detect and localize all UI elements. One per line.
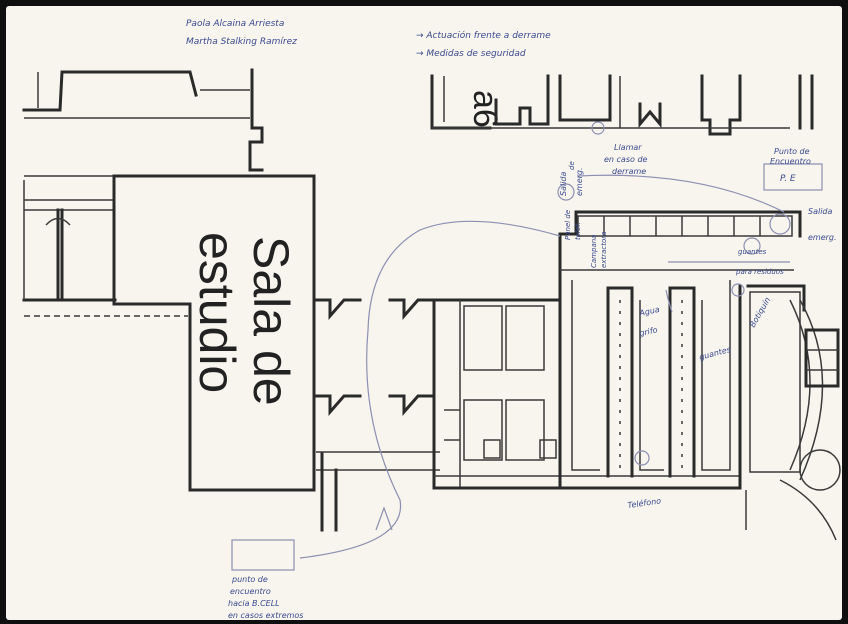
note-guantes: guantes (698, 345, 732, 362)
study-room-block: Sala de estudio (112, 174, 316, 492)
note-guantes-label-2: para residuos (735, 268, 784, 276)
room-label-line2: estudio (189, 232, 245, 393)
evacuation-route (231, 121, 823, 571)
note-agua-1: Agua (638, 305, 661, 318)
note-pe-box: P. E (780, 174, 796, 184)
note-campana-1: Campana (590, 235, 598, 268)
note-bottom-4: en casos extremos (228, 611, 303, 620)
note-bottom-3: hacia B.CELL (228, 599, 280, 608)
main-corridor-walls (314, 298, 440, 532)
note-punto-1: Punto de (774, 147, 810, 156)
note-botiquin: Botiquín (748, 296, 772, 329)
header-name-1: Paola Alcaina Arriesta (186, 19, 284, 29)
header-name-2: Martha Stalking Ramírez (186, 37, 297, 47)
note-campana-2: extractora (600, 232, 608, 268)
left-corridor-walls (22, 175, 188, 317)
header-notes: Paola Alcaina Arriesta Martha Stalking R… (186, 19, 551, 59)
room-label-line1: Sala de (243, 236, 299, 406)
note-bottom-2: encuentro (230, 587, 271, 596)
plan-annotations: Llamar en caso de derrame Punto de Encue… (228, 143, 837, 620)
note-llamar-2: en caso de (604, 155, 648, 164)
marker-label: a6 (466, 90, 504, 128)
note-agua-2: grifo (639, 325, 659, 338)
lab-area (558, 210, 841, 541)
note-llamar-1: Llamar (614, 143, 642, 152)
service-block (432, 298, 742, 490)
note-telefono: Teléfono (627, 495, 662, 510)
note-guantes-label-1: guantes (738, 248, 767, 256)
note-panel-2: telef. (574, 222, 582, 240)
note-salida-1: Salida (808, 207, 833, 216)
note-salida-2: emerg. (808, 233, 837, 242)
top-left-walls (22, 68, 264, 172)
note-panel-1: Panel de (564, 210, 572, 240)
header-bullet-2: → Medidas de seguridad (416, 49, 526, 59)
header-bullet-1: → Actuación frente a derrame (416, 30, 551, 41)
note-salida-vert-1: Salida (559, 171, 568, 196)
note-punto-2: Encuentro (770, 157, 811, 166)
note-salida-vert-2: de (568, 161, 576, 170)
note-salida-vert-3: emerg. (575, 167, 584, 196)
note-bottom-1: punto de (231, 575, 268, 584)
note-llamar-3: derrame (612, 167, 646, 176)
top-wall-fragments: a6 (430, 74, 814, 136)
